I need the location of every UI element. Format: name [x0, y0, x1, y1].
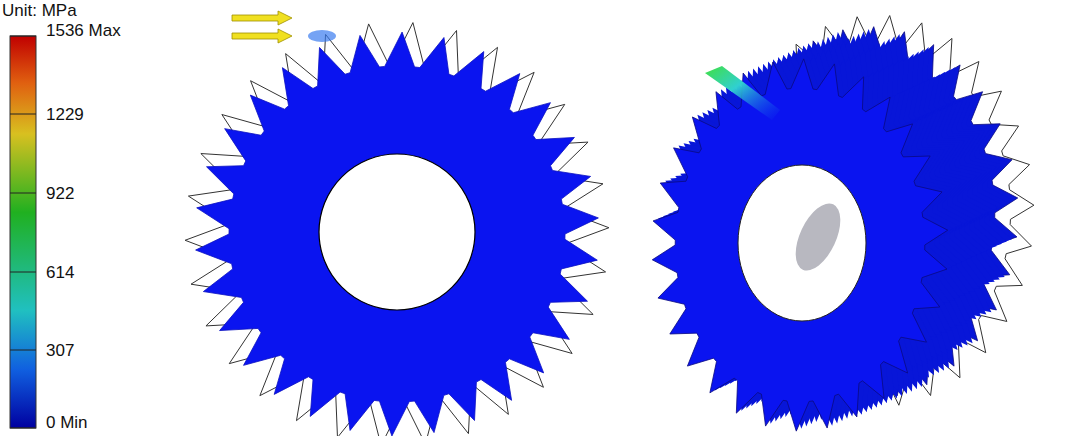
unit-label: Unit: MPa: [2, 2, 77, 21]
gear-body: [185, 23, 609, 436]
gear-3d-view: [652, 16, 1034, 432]
tick: [10, 36, 36, 37]
gear-layer: [652, 59, 947, 431]
tick: [10, 350, 36, 351]
scale-value: 614: [46, 264, 74, 283]
tick: [10, 114, 36, 115]
scale-value: 1536 Max: [46, 22, 121, 41]
scale-value: 0 Min: [46, 414, 88, 433]
bore-inner: [786, 197, 849, 277]
undeformed-outline: [185, 23, 609, 436]
stress-spot: [308, 30, 336, 42]
bore-hole: [738, 165, 866, 321]
scale-value: 307: [46, 342, 74, 361]
tick: [10, 193, 36, 194]
gear-front-view: [185, 23, 609, 436]
load-arrows: [232, 11, 292, 43]
gear-face: [196, 32, 599, 436]
color-bar-ticks: [10, 36, 36, 428]
bore-hole: [319, 154, 475, 310]
scale-value: 1229: [46, 106, 84, 125]
stress-spot: [705, 66, 780, 120]
color-bar: [10, 36, 36, 428]
tick: [10, 272, 36, 273]
scale-value: 922: [46, 185, 74, 204]
tick: [10, 428, 36, 429]
